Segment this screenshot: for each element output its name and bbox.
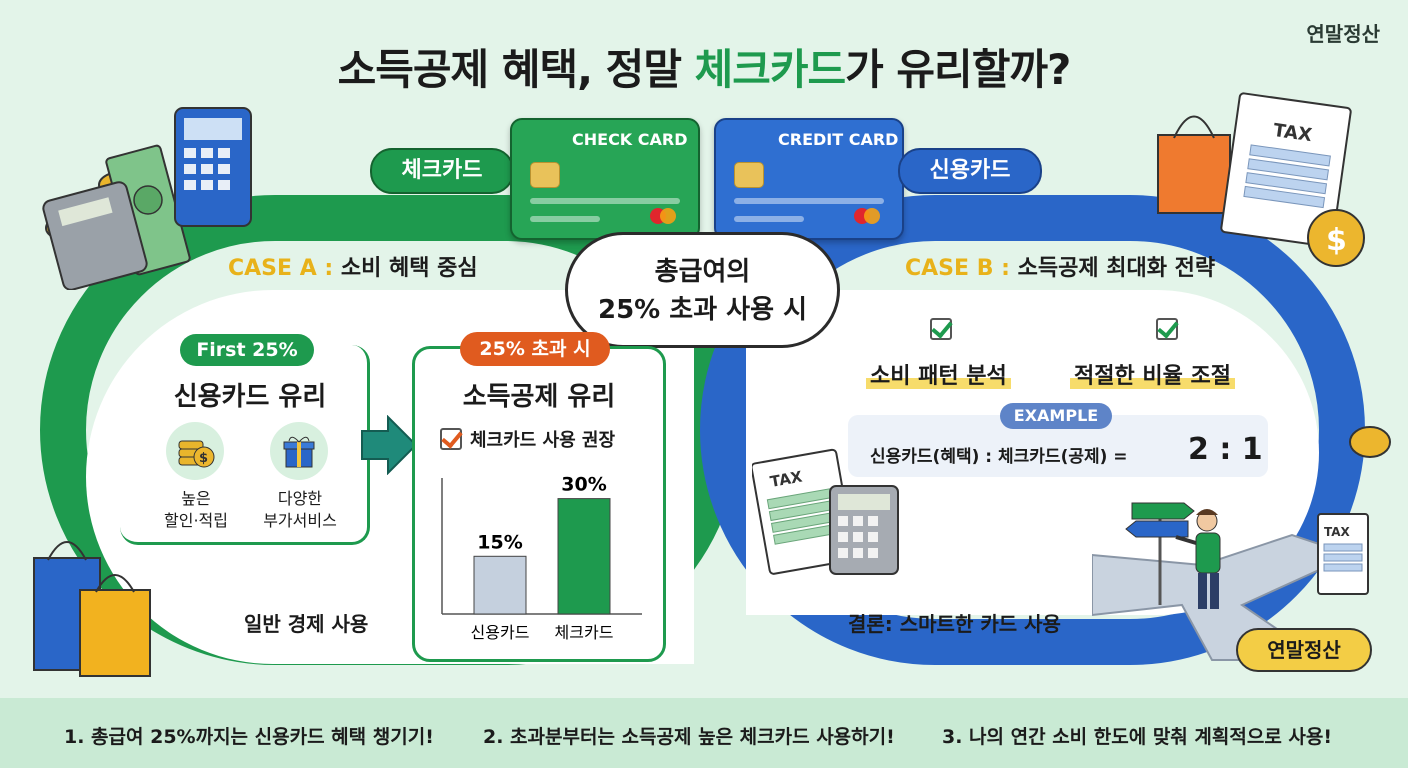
bar-0 <box>473 555 527 615</box>
center-line2: 25% 초과 사용 시 <box>598 295 807 325</box>
first-25-title: 신용카드 유리 <box>173 382 327 412</box>
bar-value-label-1: 30% <box>561 474 606 496</box>
brand-label: 연말정산 <box>1306 22 1380 46</box>
shopping-tax-illustration: TAX $ <box>1157 92 1365 267</box>
over-25-box <box>412 346 666 662</box>
svg-text:$: $ <box>1326 223 1347 258</box>
benefit-services-line1: 다양한 <box>277 489 323 508</box>
coin-icon <box>1349 426 1391 458</box>
footer-tip-3: 3. 나의 연간 소비 한도에 맞춰 계획적으로 사용! <box>942 726 1333 748</box>
ratio-adjust-text: 적절한 비율 조절 <box>1070 364 1235 389</box>
gift-icon <box>270 422 328 480</box>
example-ratio-value: 2 : 1 <box>1188 432 1263 467</box>
check-card: CHECK CARD <box>510 118 700 240</box>
title-suffix: 가 유리할까? <box>845 45 1071 94</box>
money-calculator-illustration <box>42 107 252 290</box>
card-logo-icon <box>864 208 880 224</box>
tax-text-3: TAX <box>1324 525 1351 539</box>
footer-bar <box>0 698 1408 768</box>
case-b-prefix: CASE B : <box>905 256 1010 281</box>
conclusion-label: 결론: 스마트한 카드 사용 <box>848 612 1061 636</box>
title-highlight: 체크카드 <box>694 45 847 94</box>
case-a-prefix: CASE A : <box>228 256 334 281</box>
pattern-analysis-text: 소비 패턴 분석 <box>866 364 1011 389</box>
credit-card: CREDIT CARD <box>714 118 904 240</box>
card-stripe <box>530 198 680 204</box>
footer-tip-1: 1. 총급여 25%까지는 신용카드 혜택 챙기기! <box>64 726 434 748</box>
card-stripe <box>734 198 884 204</box>
case-a-text: 소비 혜택 중심 <box>333 256 478 281</box>
bar-value-label-0: 15% <box>477 531 522 553</box>
check-analysis-icon <box>930 318 952 344</box>
check-card-recommend: 체크카드 사용 권장 <box>440 426 615 452</box>
case-b-label: CASE B : 소득공제 최대화 전략 <box>905 250 1215 282</box>
tax-doc-small: TAX <box>1317 513 1369 595</box>
bar-1 <box>557 498 611 615</box>
over-25-pill: 25% 초과 시 <box>460 332 610 366</box>
case-a-label: CASE A : 소비 혜택 중심 <box>228 250 478 282</box>
example-pill: EXAMPLE <box>1000 403 1112 429</box>
over-25-title: 소득공제 유리 <box>462 382 616 412</box>
checkbox-icon <box>440 428 462 450</box>
chip-icon <box>530 162 560 188</box>
coin-stack-icon: $ <box>166 422 224 480</box>
ratio-adjust: 적절한 비율 조절 <box>1070 358 1235 390</box>
footer-tip-2: 2. 초과분부터는 소득공제 높은 체크카드 사용하기! <box>483 726 895 748</box>
year-end-badge: 연말정산 <box>1236 628 1372 672</box>
benefit-discount-line1: 높은 <box>181 489 211 508</box>
first-25-pill: First 25% <box>180 334 314 366</box>
tax-calculator-illustration: TAX <box>752 448 899 575</box>
card-stripe <box>734 216 804 222</box>
benefit-discount-line2: 할인·적립 <box>164 511 228 530</box>
crossroads-person-illustration <box>1092 502 1355 661</box>
case-a-bottom-label: 일반 경제 사용 <box>244 612 369 636</box>
shopping-bags-illustration <box>33 541 151 677</box>
check-card-label: CHECK CARD <box>572 130 688 149</box>
center-condition: 총급여의 25% 초과 사용 시 <box>565 232 840 348</box>
credit-card-tag: 신용카드 <box>898 148 1042 194</box>
check-ratio-icon <box>1156 318 1178 344</box>
check-card-tag: 체크카드 <box>370 148 514 194</box>
credit-card-label: CREDIT CARD <box>778 130 899 149</box>
benefit-services-line2: 부가서비스 <box>263 511 337 530</box>
case-b-text: 소득공제 최대화 전략 <box>1009 256 1216 281</box>
check-card-recommend-text: 체크카드 사용 권장 <box>470 430 616 451</box>
chip-icon <box>734 162 764 188</box>
card-logo-icon <box>660 208 676 224</box>
bar-category-label-0: 신용카드 <box>471 623 530 642</box>
right-arrow-icon <box>361 415 418 475</box>
pattern-analysis: 소비 패턴 분석 <box>866 358 1011 390</box>
bar-category-label-1: 체크카드 <box>555 623 614 642</box>
card-stripe <box>530 216 600 222</box>
tax-text-2: TAX <box>769 468 804 491</box>
title-prefix: 소득공제 혜택, 정말 <box>337 45 695 94</box>
example-ratio-label: 신용카드(혜택) : 체크카드(공제) = <box>870 447 1128 467</box>
deduction-rate-chart: 15% 신용카드 30% 체크카드 <box>441 474 642 642</box>
page-title: 소득공제 혜택, 정말 체크카드가 유리할까? <box>0 36 1408 97</box>
svg-text:$: $ <box>199 451 208 466</box>
center-line1: 총급여의 <box>654 257 751 287</box>
